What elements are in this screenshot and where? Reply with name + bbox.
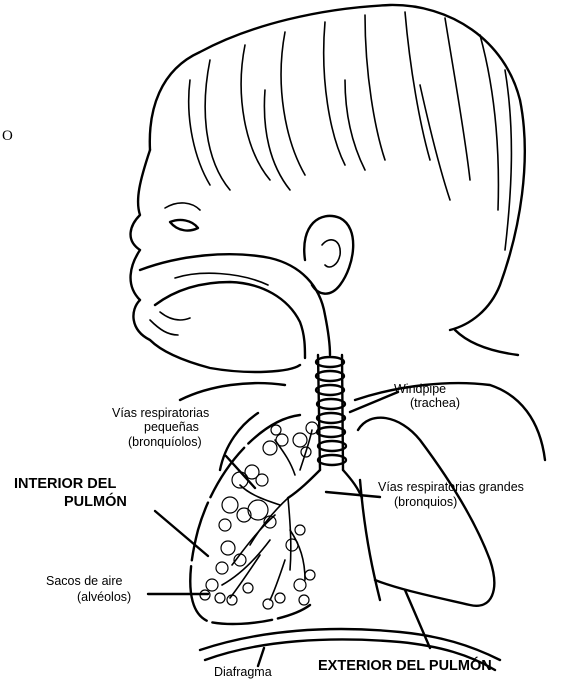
label-interior-line1: INTERIOR DEL <box>14 476 116 492</box>
exterior-lung <box>358 418 494 606</box>
torso <box>180 383 285 400</box>
label-small-airways-line2: pequeñas <box>144 420 199 434</box>
leader-exterior <box>405 590 430 648</box>
eye <box>170 220 198 230</box>
leader-interior <box>155 511 208 556</box>
label-large-airways-line2: (bronquios) <box>394 495 457 509</box>
diaphragm-line <box>200 629 500 660</box>
label-trachea: (trachea) <box>410 396 460 410</box>
label-air-sacs-line2: (alvéolos) <box>77 590 131 604</box>
neck-back <box>455 330 518 355</box>
label-windpipe: Windpipe <box>394 382 446 396</box>
leader-small-airways <box>226 456 255 488</box>
label-small-airways-line3: (bronquíolos) <box>128 435 202 449</box>
oral-airway <box>140 254 330 355</box>
leader-large-airways <box>326 492 380 497</box>
label-diaphragm: Diafragma <box>214 665 272 679</box>
hair-strokes <box>189 12 512 250</box>
label-interior-line2: PULMÓN <box>64 494 127 510</box>
leader-diaphragm <box>258 648 264 666</box>
alveoli-clusters <box>200 422 318 609</box>
label-air-sacs-line1: Sacos de aire <box>46 574 122 588</box>
stray-character: O <box>2 128 13 145</box>
label-exterior: EXTERIOR DEL PULMÓN <box>318 658 492 674</box>
face-profile <box>131 150 300 372</box>
trachea <box>316 355 346 470</box>
label-large-airways-line1: Vías respiratorias grandes <box>378 480 524 494</box>
label-small-airways-line1: Vías respiratorias <box>112 406 209 420</box>
